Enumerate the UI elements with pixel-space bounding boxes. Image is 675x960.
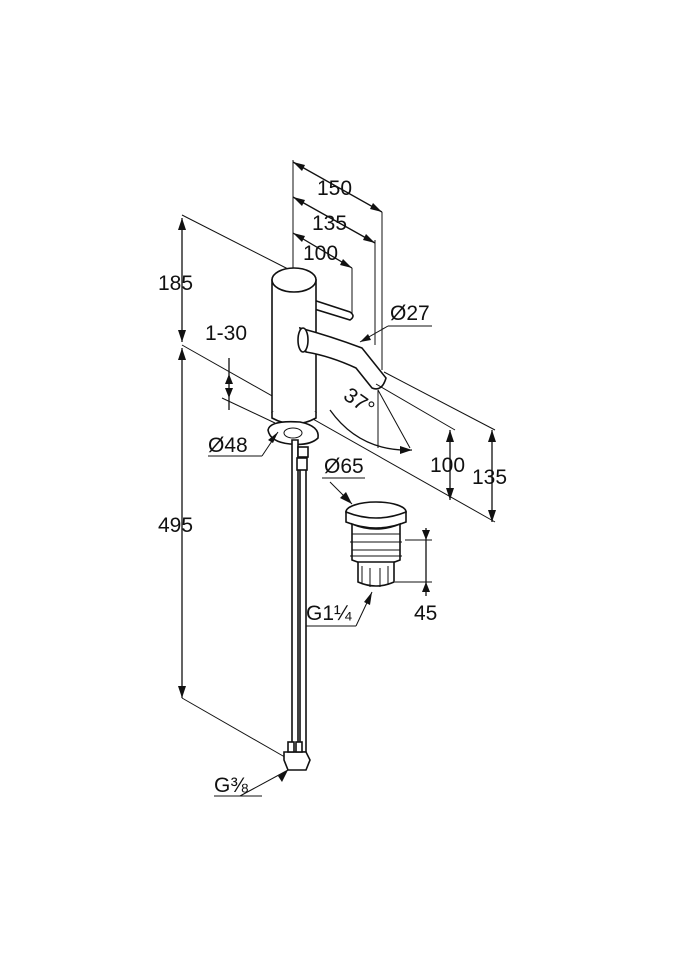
- base-dia-leader: Ø48: [208, 431, 279, 457]
- top-dimensions: 150 135 100: [292, 160, 383, 370]
- dim-hose-thread-label: G⅜: [214, 774, 248, 797]
- dim-1-30-label: 1-30: [205, 322, 247, 345]
- faucet-body: [267, 267, 387, 771]
- dim-waste-45-label: 45: [414, 602, 437, 625]
- dim-waste-dia-label: Ø65: [324, 455, 364, 478]
- dim-1-30: 1-30: [205, 322, 276, 424]
- dim-100-label: 100: [303, 242, 338, 265]
- spout-dimensions: 100 135 Ø27 37°: [329, 302, 507, 522]
- dim-135-label: 135: [312, 212, 347, 235]
- dim-150-label: 150: [317, 177, 352, 200]
- dim-spout-135-label: 135: [472, 466, 507, 489]
- left-dimensions: 185 495: [158, 214, 496, 761]
- hose-thread-leader: G⅜: [214, 769, 289, 797]
- dim-185-label: 185: [158, 272, 193, 295]
- waste-valve: Ø65 45 G1¼: [306, 455, 437, 627]
- dim-waste-thread-label: G1¼: [306, 602, 352, 625]
- dim-495-label: 495: [158, 514, 193, 537]
- dim-base-dia-label: Ø48: [208, 434, 248, 457]
- dim-spout-100-label: 100: [430, 454, 465, 477]
- dim-spout-dia-label: Ø27: [390, 302, 430, 325]
